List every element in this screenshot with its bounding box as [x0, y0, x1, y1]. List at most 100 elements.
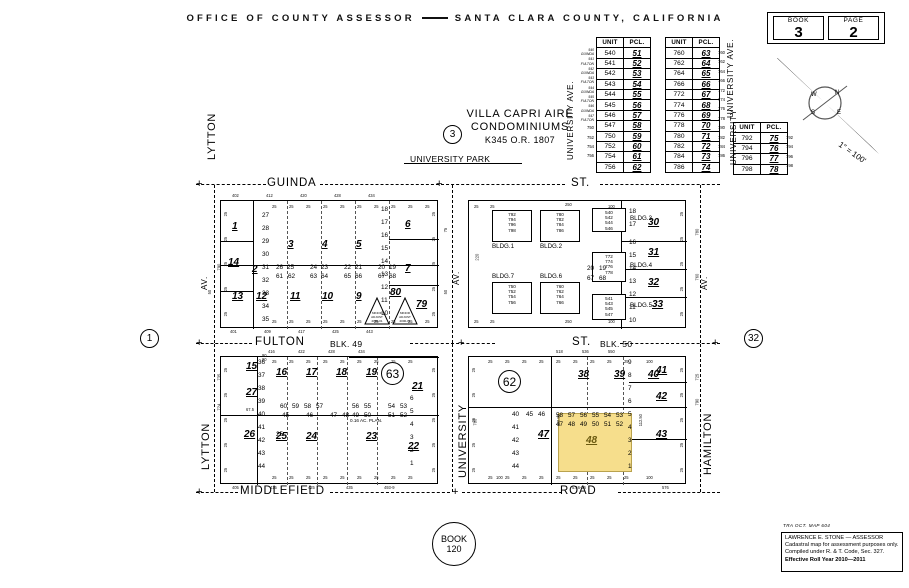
sub-parcel-number: 28 — [262, 225, 270, 232]
sub-parcel-number: 37 — [258, 372, 266, 379]
parcel-number: 60 — [623, 140, 651, 153]
sub-parcel-number: 38 — [258, 385, 266, 392]
parcel-number-label: 33 — [652, 299, 664, 310]
dimension-tick: 25 — [425, 204, 430, 209]
dimension-tick: 25 — [408, 204, 413, 209]
dimension-tick: 25 — [679, 286, 685, 292]
parcel-number-label: 31 — [648, 247, 660, 258]
title-dash — [421, 17, 448, 19]
dimension-tick: 25 — [408, 475, 413, 480]
sub-parcel-number: 6 — [410, 395, 414, 402]
sub-parcel-number: 1 — [628, 463, 632, 470]
dimension-tick: 443 — [366, 329, 373, 334]
parcel-number-label: 23 — [366, 431, 378, 442]
unit-number: 545 — [596, 99, 624, 111]
page-value: 2 — [849, 23, 858, 41]
unit-number: 776 — [665, 109, 693, 122]
fulton-line-c — [620, 343, 720, 344]
condominium-title: VILLA CAPRI AIRE CONDOMINIUMS K345 O.R. … — [405, 108, 635, 147]
dimension-tick: 790 — [694, 398, 700, 406]
sub-parcel-number: 29 — [262, 238, 270, 245]
condo-building-label: BLDG.7 — [492, 273, 515, 280]
parcel-number-label: 42 — [656, 391, 668, 402]
dimension-tick: 25 — [490, 319, 495, 324]
dimension-tick: 780 — [472, 418, 478, 426]
dimension-tick: 493-9 — [384, 485, 395, 490]
sub-parcel-number: 68 — [599, 275, 607, 282]
dimension-tick: 25 — [474, 319, 479, 324]
sub-parcel-number: 43 — [512, 450, 520, 457]
sub-parcel-number: 8 — [628, 372, 632, 379]
hamilton-centerline-s — [700, 344, 701, 492]
sub-parcel-number: 67 — [378, 273, 386, 280]
unit-side-label: 766 — [718, 78, 725, 84]
highlighted-parcel-48[interactable] — [558, 413, 632, 472]
middlefield-line-b — [330, 492, 450, 493]
sub-parcel-number: 17 — [629, 221, 637, 228]
dimension-tick: 25 — [505, 475, 510, 480]
dimension-tick: 725 — [694, 373, 700, 381]
nw-line-b — [221, 291, 253, 292]
dimension-tick: 435 — [346, 485, 353, 490]
dimension-tick: 100 — [646, 475, 653, 480]
book-120-circle: BOOK 120 — [432, 522, 476, 566]
dimension-tick: 25 — [488, 359, 493, 364]
dimension-tick: 100 — [608, 204, 615, 209]
parcel-number-label: 13 — [232, 291, 244, 302]
sub-parcel-number: 40 — [258, 411, 266, 418]
dimension-tick: 25 — [471, 392, 477, 398]
page-title: OFFICE OF COUNTY ASSESSOR SANTA CLARA CO… — [160, 10, 750, 26]
unit-number: 547 — [596, 120, 624, 132]
parcel-number: 58 — [623, 120, 651, 132]
sub-parcel-number: 9 — [628, 359, 632, 366]
unit-number: 772 — [665, 88, 693, 101]
sub-parcel-number: 61 — [276, 273, 284, 280]
dimension-tick: 25 — [306, 359, 311, 364]
sub-parcel-number: 44 — [512, 463, 520, 470]
dimension-tick: 25 — [223, 261, 229, 267]
dimension-tick: 780 — [694, 228, 700, 236]
nw-line-c — [389, 285, 439, 286]
dimension-tick: 25 — [289, 475, 294, 480]
dimension-tick: 25 — [431, 367, 437, 373]
guinda-tick-left: + — [196, 178, 203, 190]
sub-parcel-number: 36 — [258, 359, 266, 366]
sub-parcel-number: 22 — [344, 264, 352, 271]
dimension-tick: 5.56-56 — [572, 485, 586, 490]
dimension-tick: 25 — [340, 204, 345, 209]
parcel-number-label: 25 — [276, 431, 288, 442]
condo-building-label: BLDG.3 — [630, 215, 653, 222]
street-university-av-suffix: AV. — [452, 271, 461, 285]
parcel-number: 74 — [692, 161, 720, 174]
parcel-number-label: 19 — [366, 367, 378, 378]
unit-number: 780 — [665, 130, 693, 142]
parcel-number-label: 12 — [256, 291, 268, 302]
parcel-number-label: 22 — [408, 441, 420, 452]
dimension-tick: 25 — [522, 359, 527, 364]
unit-side-label: 752 — [587, 134, 594, 140]
ne-line-a — [621, 241, 687, 242]
condo-building-label: BLDG.1 — [492, 243, 515, 250]
unit-table-1-axis: UNIVERSITY AVE. — [566, 80, 575, 160]
dimension-tick: 25 — [425, 319, 430, 324]
unit-side-label: 772 — [718, 87, 725, 93]
dimension-tick: 25 — [590, 359, 595, 364]
sub-parcel-number: 32 — [262, 277, 270, 284]
dimension-tick: 25 — [505, 359, 510, 364]
dimension-tick: 518 — [556, 349, 563, 354]
dimension-tick: 25 — [391, 319, 396, 324]
hamilton-centerline-n — [700, 185, 701, 343]
unit-table-header-1: PCL. — [692, 36, 720, 49]
dimension-tick: 25 — [272, 204, 277, 209]
unit-side-label: 798 — [786, 163, 793, 169]
unit-table-2-axis: UNIVERSITY AVE. — [726, 38, 735, 118]
dimension-tick: 401 — [230, 329, 237, 334]
fulton-line-b — [410, 343, 495, 344]
dimension-tick: 425 — [332, 329, 339, 334]
